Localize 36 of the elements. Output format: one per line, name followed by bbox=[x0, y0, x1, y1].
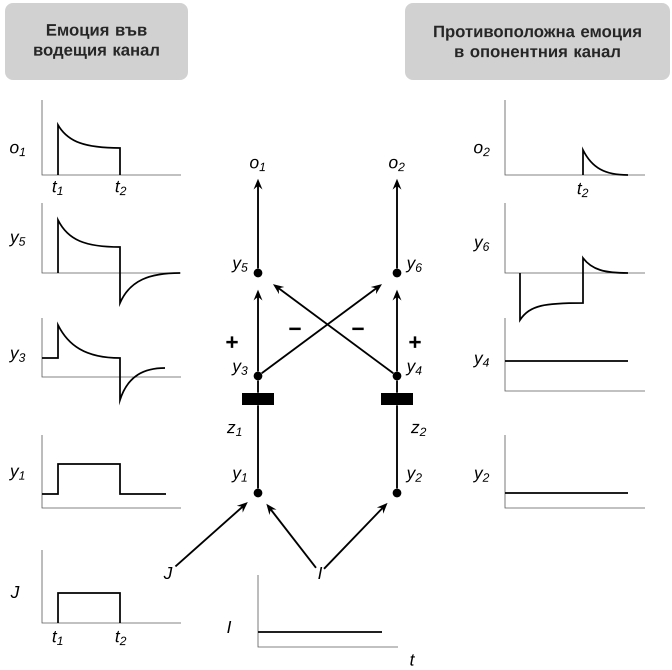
signal-label: I bbox=[318, 567, 322, 579]
axis-label: y$_{2}$ bbox=[472, 470, 490, 482]
node-label: y$_{5}$ bbox=[231, 260, 248, 272]
node-label: y$_{2}$ bbox=[406, 470, 422, 482]
edge-label: − bbox=[350, 326, 366, 338]
tick-label: t$_{1}$ bbox=[52, 630, 62, 646]
signal-label: o$_{2}$ bbox=[389, 158, 405, 172]
tick-label: t$_{2}$ bbox=[116, 630, 126, 646]
node-label: y$_{3}$ bbox=[231, 362, 248, 376]
node-label: y$_{1}$ bbox=[231, 470, 247, 482]
node-label: y$_{6}$ bbox=[406, 260, 422, 272]
axis-label: o$_{1}$ bbox=[10, 144, 25, 156]
heading-box: Противоположна емоция в опонентния канал bbox=[405, 3, 670, 80]
gate-bar bbox=[242, 393, 274, 405]
edge-label: + bbox=[224, 335, 240, 351]
edge-label: − bbox=[287, 326, 303, 338]
tick-label: t$_{2}$ bbox=[116, 180, 126, 196]
axis-label: y$_{5}$ bbox=[8, 234, 26, 246]
edge-label: z$_{2}$ bbox=[410, 422, 428, 438]
axis-label: y$_{1}$ bbox=[8, 468, 24, 480]
axis-label: y$_{4}$ bbox=[472, 354, 489, 368]
tick-label: t$_{1}$ bbox=[52, 180, 62, 196]
edge-label: + bbox=[407, 335, 423, 351]
gate-bar bbox=[381, 393, 413, 405]
signal-label: o$_{1}$ bbox=[250, 158, 265, 172]
axis-label: t bbox=[410, 654, 415, 666]
heading-box: Емоция във водещия канал bbox=[5, 3, 188, 80]
axis-label: y$_{3}$ bbox=[8, 350, 26, 362]
edge-label: z$_{1}$ bbox=[226, 422, 244, 438]
axis-label: I bbox=[227, 621, 232, 633]
node-label: y$_{4}$ bbox=[406, 362, 422, 376]
axis-label: J bbox=[10, 586, 20, 598]
signal-label: J bbox=[164, 566, 172, 580]
axis-label: o$_{2}$ bbox=[474, 144, 490, 156]
axis-label: y$_{6}$ bbox=[472, 238, 490, 252]
tick-label: t$_{2}$ bbox=[578, 182, 588, 198]
